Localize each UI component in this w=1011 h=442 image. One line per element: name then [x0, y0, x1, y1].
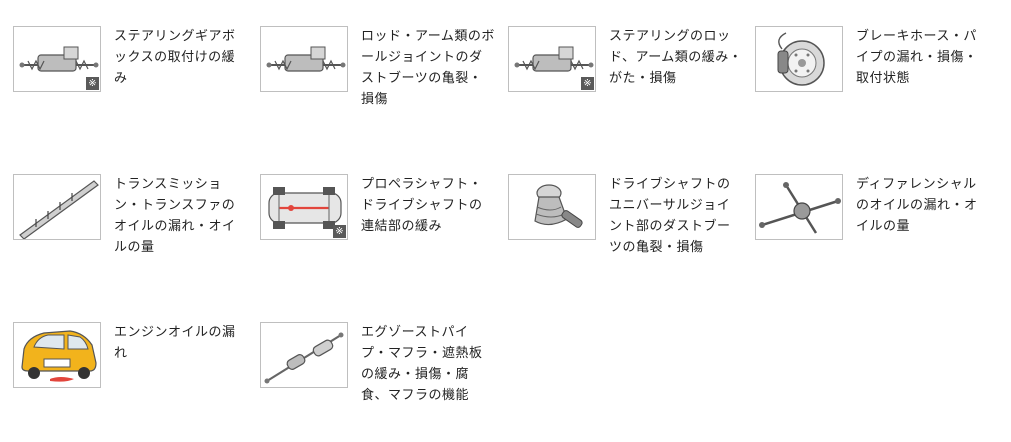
drive-boot-icon [534, 184, 583, 228]
item-label: ステアリングギアボックスの取付けの緩み [114, 29, 236, 86]
inspection-item: ブレーキホース・パイプの漏れ・損傷・取付状態 [755, 26, 995, 146]
inspection-item: ロッド・アーム類のボールジョイントのダストブーツの亀裂・損傷 [260, 26, 500, 146]
note-mark: ※ [86, 77, 99, 90]
dipstick-icon [19, 180, 99, 239]
inspection-item: ドライブシャフトのユニバーサルジョイント部のダストブーツの亀裂・損傷 [508, 174, 748, 294]
item-label: トランスミッション・トランスファのオイルの漏れ・オイルの量 [114, 177, 236, 255]
item-label: プロペラシャフト・ドライブシャフトの連結部の緩み [361, 177, 483, 234]
note-mark: ※ [333, 225, 346, 238]
item-label: エンジンオイルの漏れ [114, 325, 236, 361]
inspection-item: ※ プロペラシャフト・ドライブシャフトの連結部の緩み [260, 174, 500, 294]
item-label: ディファレンシャルのオイルの漏れ・オイルの量 [856, 177, 978, 234]
item-thumbnail [755, 174, 843, 240]
inspection-item: トランスミッション・トランスファのオイルの漏れ・オイルの量 [13, 174, 253, 294]
inspection-item: ※ ステアリングギアボックスの取付けの緩み [13, 26, 253, 146]
note-mark: ※ [581, 77, 594, 90]
item-thumbnail [508, 174, 596, 240]
item-label: ロッド・アーム類のボールジョイントのダストブーツの亀裂・損傷 [361, 29, 495, 107]
item-thumbnail [13, 322, 101, 388]
inspection-item: ※ ステアリングのロッド、アーム類の緩み・がた・損傷 [508, 26, 748, 146]
steering-gearbox-icon [266, 46, 346, 72]
chassis-icon [268, 187, 342, 229]
item-thumbnail [755, 26, 843, 92]
car-oil-leak-icon [21, 330, 97, 382]
item-label: ブレーキホース・パイプの漏れ・損傷・取付状態 [856, 29, 978, 86]
inspection-item: ディファレンシャルのオイルの漏れ・オイルの量 [755, 174, 995, 294]
differential-icon [759, 182, 841, 234]
item-label: エグゾーストパイプ・マフラ・遮熱板の緩み・損傷・腐食、マフラの機能 [361, 325, 483, 403]
item-thumbnail: ※ [13, 26, 101, 92]
inspection-item: エンジンオイルの漏れ [13, 322, 253, 442]
exhaust-pipe-icon [264, 332, 344, 384]
item-label: ドライブシャフトのユニバーサルジョイント部のダストブーツの亀裂・損傷 [609, 177, 731, 255]
item-thumbnail [13, 174, 101, 240]
steering-gearbox-icon [19, 46, 99, 72]
steering-gearbox-icon [514, 46, 594, 72]
item-thumbnail: ※ [508, 26, 596, 92]
item-thumbnail [260, 322, 348, 388]
inspection-item: エグゾーストパイプ・マフラ・遮熱板の緩み・損傷・腐食、マフラの機能 [260, 322, 500, 442]
brake-disc-icon [777, 32, 825, 86]
item-thumbnail: ※ [260, 174, 348, 240]
item-thumbnail [260, 26, 348, 92]
item-label: ステアリングのロッド、アーム類の緩み・がた・損傷 [609, 29, 743, 86]
